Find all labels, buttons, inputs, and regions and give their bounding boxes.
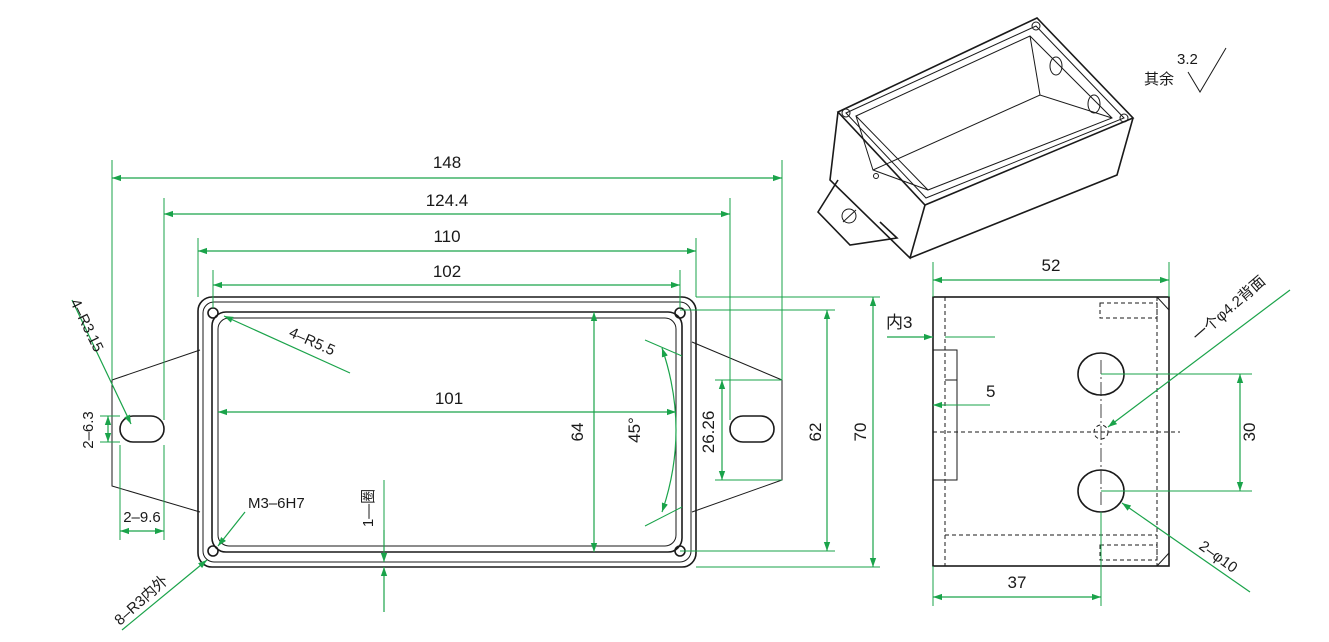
dim-30-label: 30 (1240, 423, 1259, 442)
roughness-symbol: 其余 3.2 (1144, 47, 1227, 93)
r5-5-label: 4–R5.5 (286, 324, 337, 359)
right-flange (691, 341, 783, 513)
left-flange (111, 349, 201, 513)
corner-hole-bl (207, 545, 219, 557)
left-slot (119, 415, 165, 443)
dim-26-26-label: 26.26 (699, 411, 718, 454)
corner-hole-tl (207, 307, 219, 319)
dim-37-label: 37 (1008, 573, 1027, 592)
flange-hole (841, 208, 857, 224)
plan-extension-lines (100, 160, 880, 568)
isometric-view (816, 17, 1135, 260)
side-view: 52 37 30 5 内3 一个φ4.2背面 2–φ10 (886, 256, 1291, 606)
angle-45-label: 45° (625, 417, 644, 443)
holes-note-label: 2–φ10 (1196, 537, 1241, 576)
groove-note-label: 1—圈 (360, 489, 377, 527)
dim-62-label: 62 (806, 423, 825, 442)
dim-70-label: 70 (851, 423, 870, 442)
dim-64-label: 64 (568, 423, 587, 442)
roughness-value-label: 3.2 (1177, 51, 1198, 68)
dim-110-label: 110 (433, 227, 460, 246)
inner-3-label: 内3 (886, 313, 912, 332)
slot-width-label: 2–6.3 (80, 411, 97, 449)
corner-holes (207, 307, 686, 557)
dim-148-label: 148 (433, 153, 461, 172)
dim-124-4-label: 124.4 (426, 191, 469, 210)
iso-hole-2 (1087, 94, 1101, 114)
slot-length-label: 2–9.6 (123, 509, 161, 526)
lid-step (932, 349, 958, 481)
right-slot (729, 415, 775, 443)
dim-101-label: 101 (435, 389, 463, 408)
inner-wall (211, 311, 683, 553)
dim-5-label: 5 (986, 382, 995, 401)
outer-outline (197, 296, 697, 568)
back-hole-note-label: 一个φ4.2背面 (1189, 273, 1269, 345)
r3-15-label: 4–R3.15 (66, 296, 106, 354)
plan-view: 148 124.4 110 102 101 64 62 70 26.26 45°… (66, 153, 880, 631)
plan-dimension-lines (71, 174, 877, 631)
dim-52-label: 52 (1042, 256, 1061, 275)
iso-hole-1 (1049, 56, 1063, 76)
roughness-note-label: 其余 (1144, 70, 1174, 88)
thread-note-label: M3–6H7 (248, 495, 305, 512)
radius-8-r3-label: 8–R3内外 (111, 572, 171, 629)
dim-102-label: 102 (433, 262, 461, 281)
outer-outline-2 (202, 301, 692, 563)
